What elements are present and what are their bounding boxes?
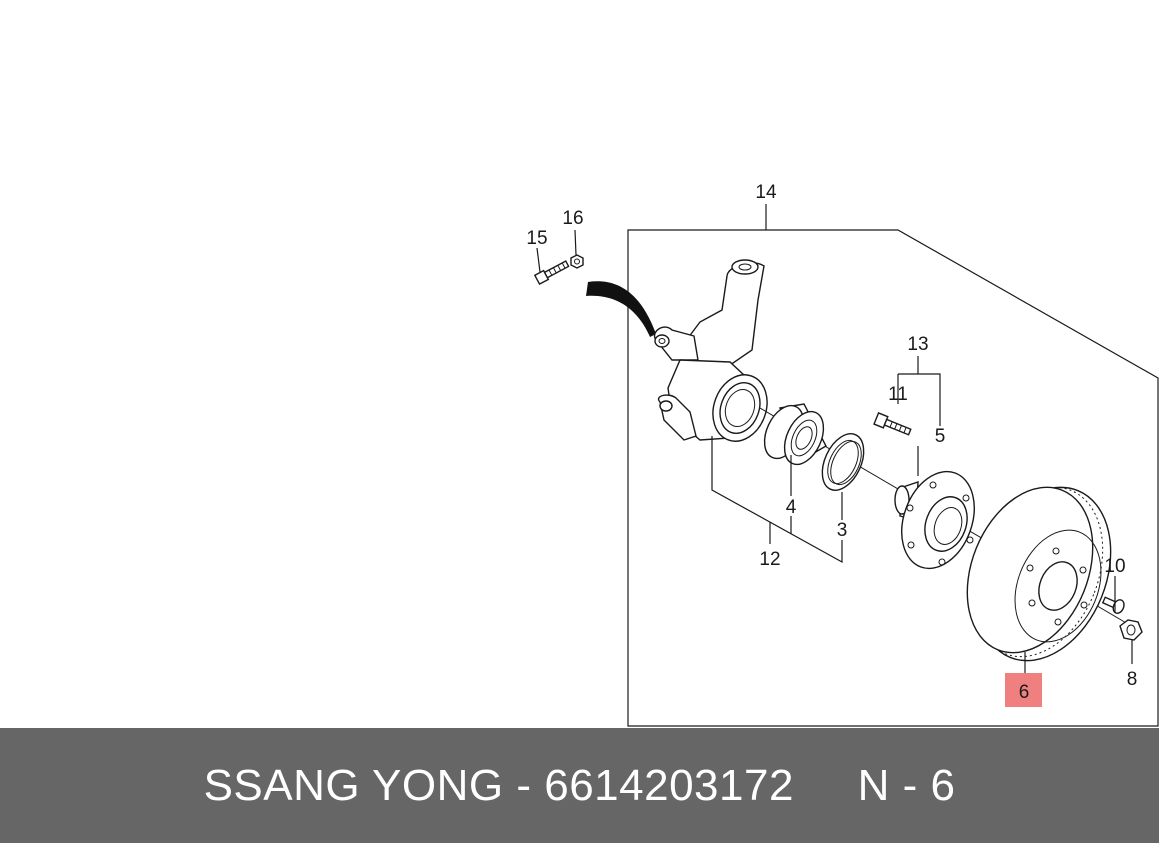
callout-4: 4 <box>786 497 797 518</box>
wheel-stud-11 <box>873 412 912 436</box>
part-number: 6614203172 <box>544 760 794 810</box>
nut-8 <box>1119 619 1143 641</box>
caption-separator: - <box>503 760 545 810</box>
leader-lines <box>711 356 1133 676</box>
wheel-hub-5 <box>894 470 975 570</box>
screw-10 <box>1101 596 1125 614</box>
callout-6-highlight <box>1005 673 1042 707</box>
callout-8: 8 <box>1127 669 1138 690</box>
leader-16 <box>574 229 577 256</box>
assembly-arrow <box>586 281 656 337</box>
callout-16: 16 <box>562 208 583 229</box>
exploded-parts-diagram: 14 15 16 13 11 5 4 3 12 10 8 6 <box>526 182 1159 727</box>
callout-15: 15 <box>526 228 547 249</box>
caption-gap <box>794 761 858 811</box>
callout-14: 14 <box>755 182 777 203</box>
callout-6: 6 <box>1019 682 1030 703</box>
bolt-15 <box>533 260 570 286</box>
callout-12: 12 <box>759 549 780 570</box>
callout-3: 3 <box>837 520 848 541</box>
footer-caption: SSANG YONG - 6614203172 N - 6 <box>0 728 1159 843</box>
nut-16 <box>570 254 584 269</box>
steering-knuckle <box>653 259 768 442</box>
assembly-boundary <box>627 229 1159 727</box>
brand-name: SSANG YONG <box>203 760 504 810</box>
callout-10: 10 <box>1104 556 1125 577</box>
footer-bar: SSANG YONG - 6614203172 N - 6 <box>0 728 1159 843</box>
callout-11: 11 <box>888 384 908 405</box>
callout-13: 13 <box>907 334 928 355</box>
callout-5: 5 <box>935 426 946 447</box>
position-code: N - 6 <box>857 760 956 810</box>
brake-disc-6 <box>966 486 1112 662</box>
leader-15 <box>536 247 541 273</box>
snap-ring-3 <box>821 433 865 491</box>
wheel-bearing-4 <box>763 403 827 466</box>
